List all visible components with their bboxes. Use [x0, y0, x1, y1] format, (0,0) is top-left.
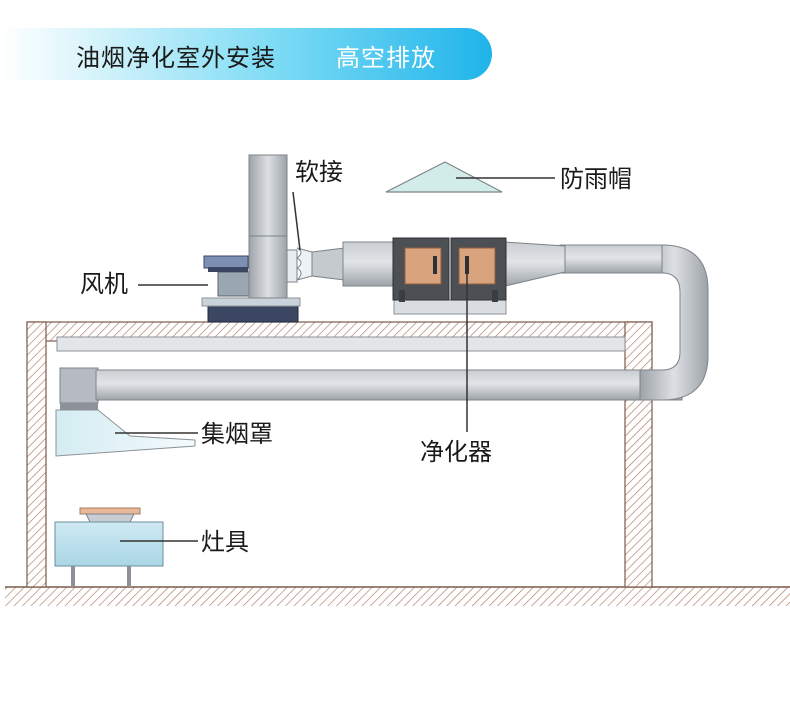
ground: [5, 586, 790, 606]
header-subtitle: 高空排放: [336, 44, 436, 72]
label-rain-cap: 防雨帽: [560, 165, 632, 193]
smoke-hood: [55, 403, 196, 457]
stove: [54, 507, 164, 587]
leader-lines: [115, 177, 555, 542]
header-title: 油烟净化室外安装: [76, 44, 276, 72]
fan-unit: [201, 154, 301, 323]
label-soft-joint: 软接: [295, 158, 343, 186]
building-wall: [26, 321, 653, 588]
soft-joint: [286, 247, 313, 283]
label-purifier: 净化器: [420, 438, 492, 466]
label-hood: 集烟罩: [201, 420, 273, 448]
rain-cap: [385, 161, 503, 193]
header-banner: 油烟净化室外安装 高空排放: [0, 28, 492, 80]
ceiling-panel: [56, 336, 626, 352]
exhaust-duct: [59, 244, 709, 404]
purifier-unit: [392, 237, 507, 315]
roof-duct: [311, 241, 566, 287]
label-fan: 风机: [80, 270, 128, 298]
label-stove: 灶具: [201, 528, 249, 556]
